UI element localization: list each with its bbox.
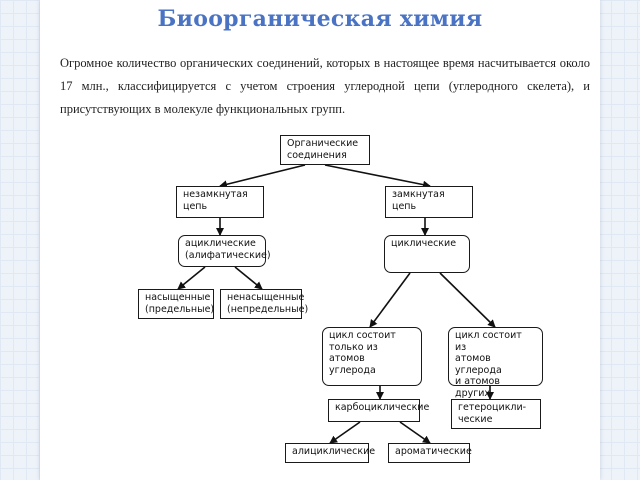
node-alicyclic: алициклические [285, 443, 375, 463]
arrow-acyclic-saturated [177, 266, 206, 290]
arrow-root-closed [324, 164, 431, 189]
node-carbon-only-cycle: цикл состоит только из атомов углерода [322, 327, 422, 386]
arrow-cyclic-hetero [439, 272, 496, 328]
arrow-carbocyclic-alicyclic [329, 421, 361, 444]
node-acyclic: ациклические (алифатические) [178, 235, 271, 267]
classification-diagram: Органические соединения незамкнутая цепь… [110, 124, 550, 476]
node-heteroatom-cycle: цикл состоит из атомов углерода и атомов… [448, 327, 543, 410]
arrow-root-open [219, 164, 306, 189]
node-cyclic: циклические [384, 235, 470, 273]
node-saturated: насыщенные (предельные) [138, 289, 214, 319]
page-title: Биоорганическая химия [157, 6, 483, 32]
arrow-acyclic-unsaturated [234, 266, 263, 290]
node-open-chain: незамкнутая цепь [176, 186, 264, 218]
intro-paragraph: Огромное количество органических соедине… [60, 56, 590, 116]
node-closed-chain: замкнутая цепь [385, 186, 473, 218]
node-heterocyclic: гетероцикли- ческие [451, 399, 541, 429]
node-carbocyclic: карбоциклические [328, 399, 429, 422]
diagram-connectors [177, 164, 496, 444]
node-aromatic: ароматические [388, 443, 472, 463]
arrow-cyclic-carbon [369, 272, 411, 328]
node-unsaturated: ненасыщенные (непредельные) [220, 289, 308, 319]
arrow-carbocyclic-aromatic [399, 421, 431, 444]
node-organic-compounds: Органические соединения [280, 135, 370, 165]
